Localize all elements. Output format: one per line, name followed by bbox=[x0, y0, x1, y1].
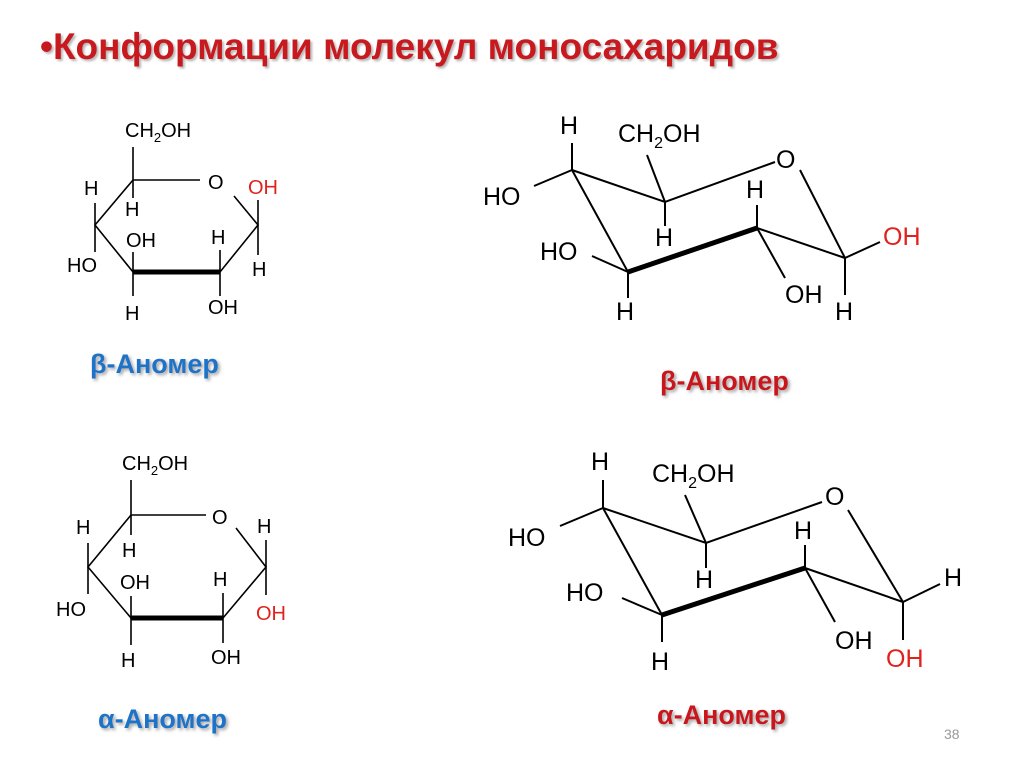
beta-haworth-h2: H bbox=[211, 227, 225, 249]
beta-anomer-label-right: β-Аномер bbox=[660, 366, 789, 396]
alpha-haworth-ho4: HO bbox=[56, 599, 86, 621]
beta-chair-ch2oh: CH2OH bbox=[618, 120, 701, 152]
beta-chair-ring-oxygen: O bbox=[776, 146, 795, 174]
alpha-anomer-label-right: α-Аномер bbox=[657, 700, 786, 730]
alpha-haworth-anomeric-oh: OH bbox=[256, 603, 286, 625]
slide-title: •Конформации молекул моносахаридов bbox=[40, 26, 779, 68]
alpha-anomer-label-left: α-Аномер bbox=[98, 704, 227, 734]
alpha-chair-h-c5: H bbox=[695, 566, 713, 594]
beta-haworth-h4: H bbox=[84, 178, 98, 200]
alpha-chair-ho-upper: HO bbox=[508, 524, 546, 552]
beta-chair-oh-c2: OH bbox=[785, 281, 823, 309]
alpha-chair-ring-oxygen: O bbox=[825, 483, 844, 511]
alpha-chair-h-bottom: H bbox=[651, 648, 669, 676]
beta-chair-h-c2: H bbox=[746, 176, 764, 204]
beta-chair-ho-upper: HO bbox=[483, 183, 521, 211]
alpha-haworth-h3: H bbox=[121, 650, 135, 672]
beta-haworth-oh3: OH bbox=[126, 230, 156, 252]
beta-chair-structure: H CH2OH O HO H H HO H OH OH H bbox=[483, 112, 921, 326]
alpha-chair-ch2oh: CH2OH bbox=[652, 460, 735, 492]
beta-haworth-ho4: HO bbox=[67, 255, 97, 277]
beta-haworth-oh2: OH bbox=[208, 297, 238, 319]
title-bullet: • bbox=[40, 26, 53, 67]
alpha-haworth-h4: H bbox=[76, 517, 90, 539]
beta-chair-anomeric-oh: OH bbox=[883, 223, 921, 251]
alpha-haworth-h5: H bbox=[122, 540, 136, 562]
beta-chair-h-c5: H bbox=[655, 224, 673, 252]
beta-haworth-h1: H bbox=[252, 259, 266, 281]
alpha-haworth-oh2: OH bbox=[211, 647, 241, 669]
title-text: Конформации молекул моносахаридов bbox=[52, 26, 779, 67]
beta-haworth-structure: CH2OH O OH H H HO OH H H OH H bbox=[67, 120, 278, 325]
beta-haworth-h5: H bbox=[125, 199, 139, 221]
page-number: 38 bbox=[944, 726, 960, 742]
beta-chair-h-top: H bbox=[560, 112, 578, 140]
beta-anomer-label-left: β-Аномер bbox=[90, 349, 219, 379]
beta-chair-ho-lower: HO bbox=[540, 238, 578, 266]
alpha-chair-oh-c2: OH bbox=[835, 627, 873, 655]
alpha-chair-ho-lower: HO bbox=[566, 579, 604, 607]
beta-chair-h-c1: H bbox=[835, 298, 853, 326]
alpha-chair-h-c1: H bbox=[944, 564, 962, 592]
alpha-haworth-h1: H bbox=[257, 516, 271, 538]
beta-chair-h-bottom: H bbox=[616, 298, 634, 326]
alpha-haworth-oh3: OH bbox=[120, 572, 150, 594]
alpha-haworth-ch2oh: CH2OH bbox=[122, 453, 188, 478]
alpha-haworth-h2: H bbox=[213, 569, 227, 591]
alpha-haworth-ring-oxygen: O bbox=[212, 507, 228, 529]
beta-haworth-ch2oh: CH2OH bbox=[125, 120, 191, 145]
beta-haworth-h3: H bbox=[125, 303, 139, 325]
beta-haworth-anomeric-oh: OH bbox=[248, 177, 278, 199]
alpha-chair-structure: H CH2OH O HO H H HO H OH H OH bbox=[508, 448, 962, 676]
alpha-chair-h-top: H bbox=[591, 448, 609, 476]
alpha-chair-h-c2: H bbox=[794, 517, 812, 545]
alpha-haworth-structure: CH2OH O H H H HO OH H H OH OH bbox=[56, 453, 286, 672]
alpha-chair-anomeric-oh: OH bbox=[886, 645, 924, 673]
beta-haworth-ring-oxygen: O bbox=[208, 172, 224, 194]
